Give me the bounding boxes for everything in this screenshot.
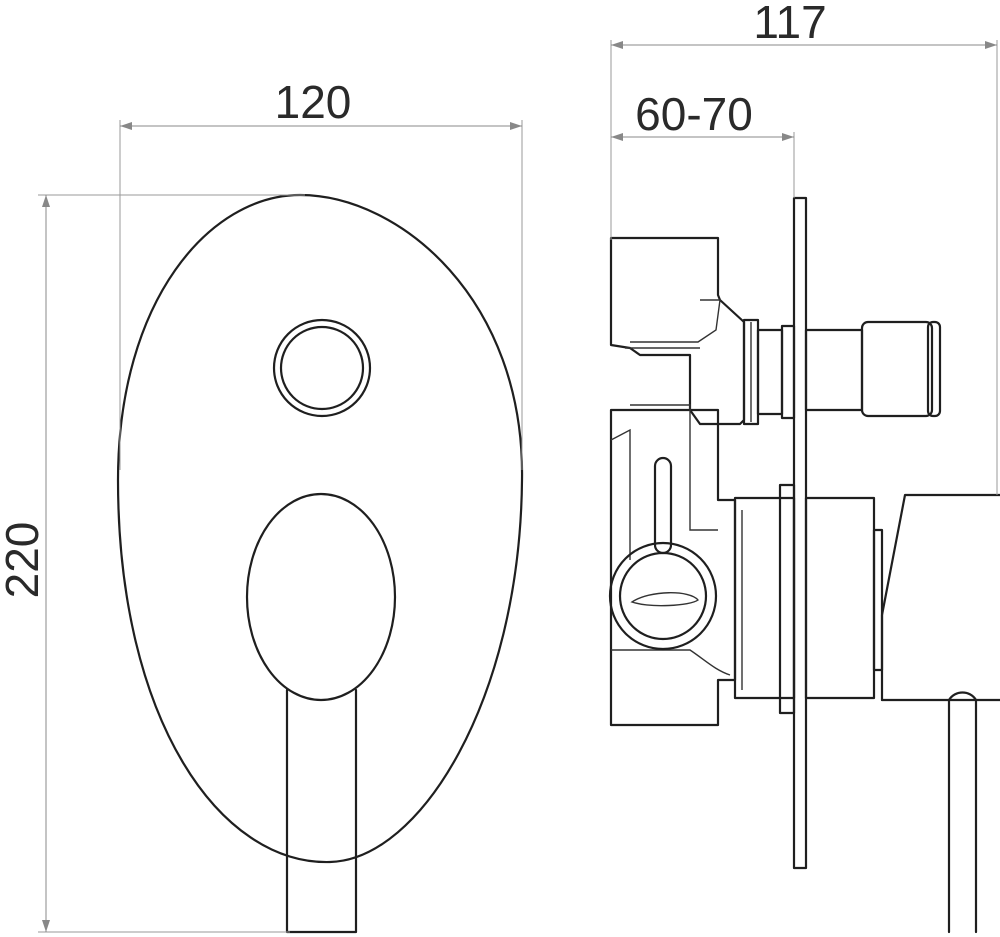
side-cover-plate (792, 196, 808, 870)
dimension-label-depth-total: 117 (753, 0, 826, 48)
handle-head (245, 492, 397, 702)
diverter-button-outer (272, 318, 372, 418)
outlet-ring-outer (608, 541, 718, 651)
dimension-depth-117: 117 (610, 0, 998, 495)
upper-valve-body (609, 236, 746, 426)
cartridge-flange (778, 483, 796, 715)
dimension-label-depth-range: 60-70 (635, 88, 753, 140)
front-view (116, 193, 524, 934)
dimension-height-220: 220 (0, 194, 305, 933)
diverter-stem (653, 456, 673, 555)
dimension-depth-60-70: 60-70 (611, 88, 795, 198)
side-handle-lever (947, 691, 978, 934)
cover-plate-outline (116, 193, 524, 864)
side-view (608, 196, 1000, 934)
dimension-label-height: 220 (0, 522, 48, 599)
diverter-button-inner (279, 325, 365, 411)
cartridge-block (733, 496, 796, 700)
side-handle-head (880, 493, 1000, 702)
dimension-label-width: 120 (275, 76, 352, 128)
handle-lever (285, 688, 358, 934)
diverter-knob (804, 328, 864, 412)
dimension-width-120: 120 (119, 76, 523, 470)
